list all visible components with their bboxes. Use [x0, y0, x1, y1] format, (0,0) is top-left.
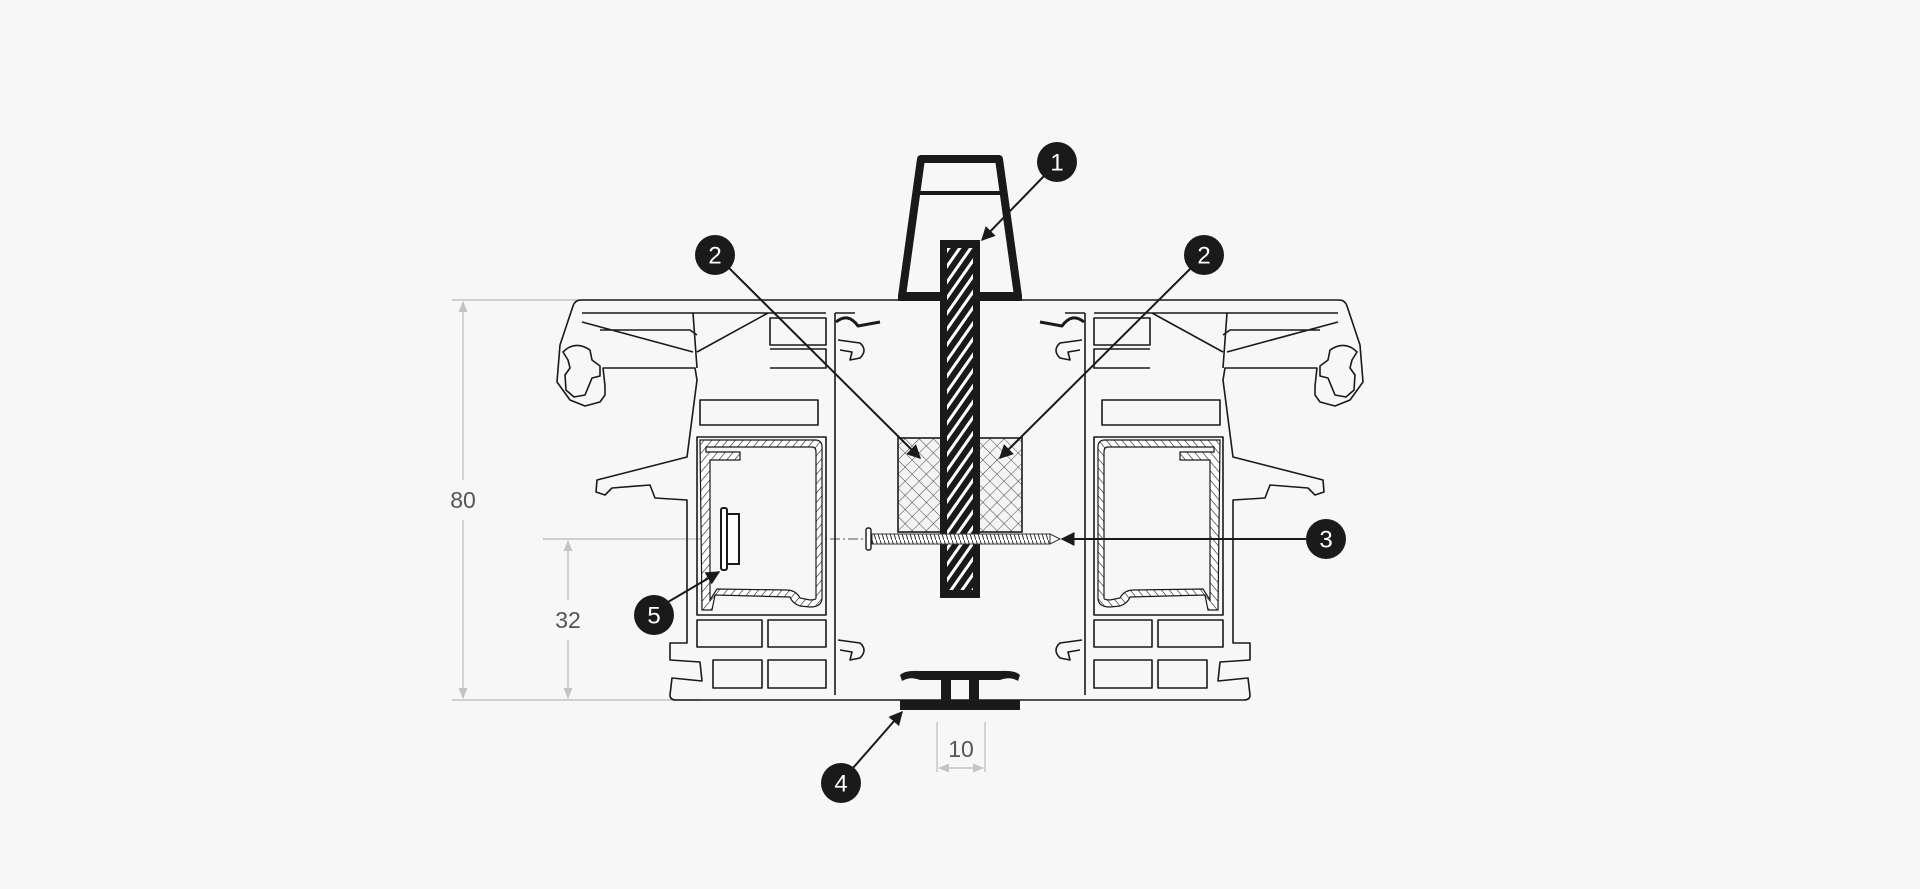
- svg-text:5: 5: [647, 603, 660, 630]
- dimension-height-32: 32: [543, 538, 712, 700]
- dimension-width-10: 10: [936, 722, 986, 773]
- dimension-80-label: 80: [450, 487, 476, 513]
- steel-reinforcement-right: [1097, 439, 1221, 611]
- callout-4: 4: [821, 763, 861, 803]
- steel-reinforcement-left: [699, 439, 823, 611]
- svg-text:1: 1: [1050, 150, 1063, 177]
- leader-5: [667, 571, 721, 603]
- cover-plug: [720, 507, 740, 571]
- bottom-connector: [900, 670, 1020, 710]
- dimension-height-80: 80: [450, 299, 700, 701]
- dimension-32-label: 32: [555, 607, 581, 633]
- svg-text:4: 4: [834, 771, 847, 798]
- dimension-10-label: 10: [948, 736, 974, 762]
- leader-4: [852, 710, 903, 769]
- callout-1: 1: [1037, 142, 1077, 182]
- leader-2-left: [728, 267, 921, 459]
- callout-3: 3: [1306, 519, 1346, 559]
- callout-5: 5: [634, 595, 674, 635]
- callout-2-left: 2: [695, 235, 735, 275]
- svg-text:3: 3: [1319, 527, 1332, 554]
- leader-1: [981, 175, 1045, 242]
- callout-2-right: 2: [1184, 235, 1224, 275]
- svg-text:2: 2: [708, 243, 721, 270]
- screw: [865, 527, 1062, 551]
- leader-2-right: [999, 267, 1192, 459]
- svg-text:2: 2: [1197, 243, 1210, 270]
